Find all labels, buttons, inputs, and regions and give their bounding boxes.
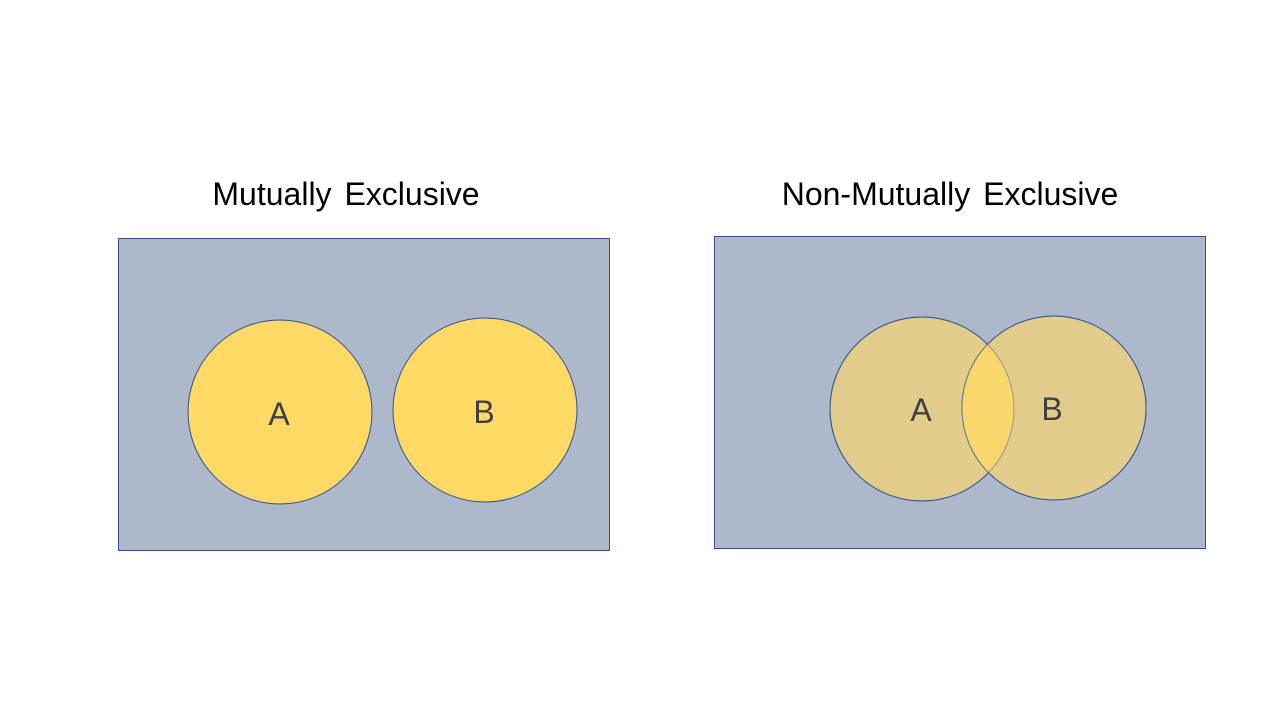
set-a-circle bbox=[187, 319, 373, 505]
non-mutually-exclusive-diagram: A B bbox=[714, 236, 1206, 549]
set-b-circle bbox=[392, 317, 578, 503]
non-mutually-exclusive-title: Non-Mutually Exclusive bbox=[781, 176, 1119, 212]
set-a-outline bbox=[829, 316, 1015, 502]
mutually-exclusive-diagram: A B bbox=[118, 238, 610, 551]
set-b-label: B bbox=[473, 394, 494, 430]
set-a-label: A bbox=[910, 392, 932, 428]
set-a-label: A bbox=[268, 396, 290, 432]
mutually-exclusive-title: Mutually Exclusive bbox=[212, 176, 480, 212]
set-b-outline bbox=[961, 315, 1147, 501]
set-b-label: B bbox=[1041, 391, 1062, 427]
